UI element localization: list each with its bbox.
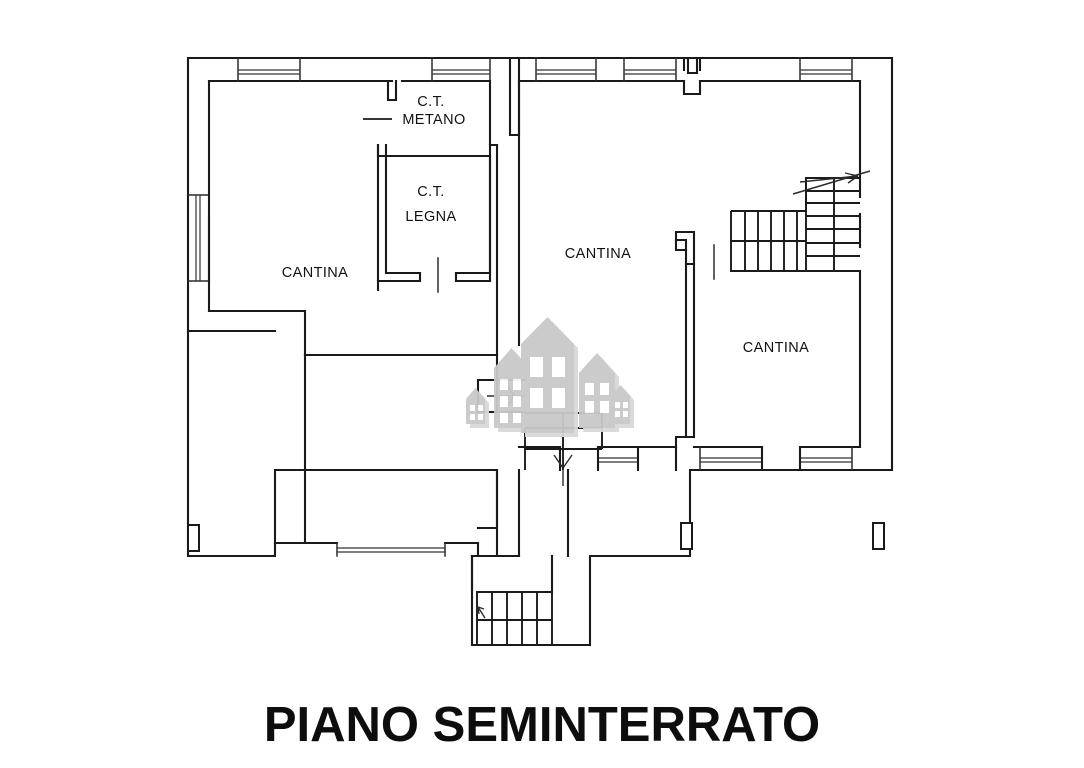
staircase-lower-center	[470, 554, 554, 646]
room-label-cantina-right: CANTINA	[743, 340, 809, 356]
left-block-interior-walls	[187, 79, 499, 357]
room-label-ct-legna-line1: C.T.	[417, 184, 444, 200]
room-label-ct-metano-line1: C.T.	[417, 94, 444, 110]
floor-marker	[187, 524, 200, 552]
room-label-ct-legna-line2: LEGNA	[405, 209, 456, 225]
floor-markers	[187, 522, 885, 552]
staircase-upper-right	[730, 170, 871, 272]
floor-marker	[680, 522, 693, 550]
room-label-cantina-center: CANTINA	[565, 246, 631, 262]
right-block-interior-walls	[517, 79, 862, 472]
left-lower-walls	[273, 353, 521, 558]
watermark-logo	[466, 317, 634, 437]
outer-walls	[186, 56, 894, 647]
floor-marker	[872, 522, 885, 550]
room-label-cantina-left: CANTINA	[282, 265, 348, 281]
plan-title: PIANO SEMINTERRATO	[263, 698, 821, 752]
top-wall-window-openings	[207, 56, 862, 137]
room-label-ct-metano-line2: METANO	[402, 112, 465, 128]
